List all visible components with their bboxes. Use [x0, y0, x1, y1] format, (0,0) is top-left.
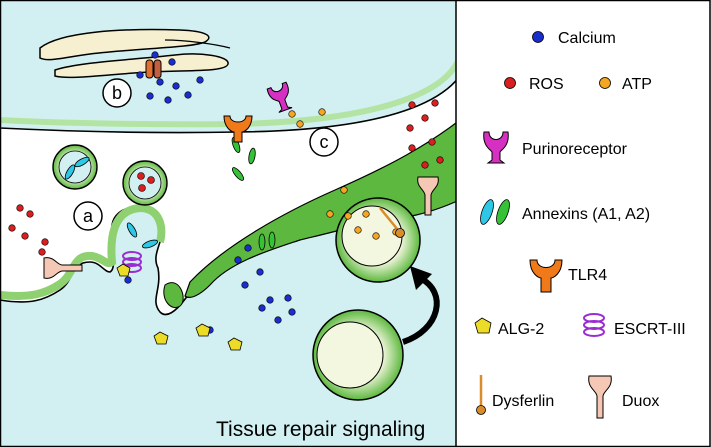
dysferlin-marker	[379, 207, 405, 238]
svg-text:Dysferlin: Dysferlin	[492, 393, 554, 410]
atp-swatch	[599, 77, 611, 89]
calcium-dots	[124, 51, 296, 334]
duox-icon	[588, 375, 612, 419]
legend-alg2: ALG-2	[474, 317, 544, 338]
ros-dots	[8, 99, 444, 256]
tlr4-icon	[529, 259, 563, 293]
annexin-green-swatch	[496, 199, 510, 225]
label-b-badge: b	[102, 78, 132, 108]
svg-text:ROS: ROS	[529, 76, 564, 93]
svg-text:Annexins (A1, A2): Annexins (A1, A2)	[522, 206, 650, 223]
dysferlin-icon	[476, 375, 486, 415]
alg2-swatch	[474, 317, 492, 334]
legend-ros: ROS	[504, 76, 564, 93]
label-b: b	[112, 83, 122, 103]
svg-text:TLR4: TLR4	[568, 267, 607, 284]
label-a: a	[83, 206, 94, 226]
legend-panel: Calcium ROS ATP Purinoreceptor Annexins …	[455, 0, 711, 447]
annexin-cyan-swatch	[480, 199, 494, 225]
svg-text:Purinoreceptor: Purinoreceptor	[522, 141, 628, 158]
legend-dysferlin: Dysferlin	[476, 375, 554, 415]
annexin-vesicle	[52, 144, 98, 190]
svg-text:ESCRT-III: ESCRT-III	[614, 321, 686, 338]
label-c-badge: c	[309, 127, 339, 157]
patch-vesicle	[335, 197, 421, 283]
legend-escrt: ESCRT-III	[583, 313, 686, 338]
legend-annexins: Annexins (A1, A2)	[480, 199, 650, 225]
annexins-cluster	[126, 137, 276, 251]
purinoreceptor	[266, 81, 293, 113]
legend-purinoreceptor: Purinoreceptor	[483, 131, 628, 164]
legend-duox: Duox	[588, 375, 659, 419]
label-c: c	[320, 132, 329, 152]
svg-text:ALG-2: ALG-2	[498, 321, 544, 338]
ros-vesicle	[122, 160, 168, 206]
legend-atp: ATP	[599, 76, 652, 93]
damaged-cell-membrane	[0, 203, 166, 300]
legend-tlr4: TLR4	[529, 259, 607, 293]
legend-calcium: Calcium	[532, 30, 616, 47]
golgi-channel	[145, 59, 162, 79]
membrane-fold	[163, 282, 184, 308]
duox-receptor-left	[43, 257, 83, 279]
tissue-repair-label: Tissue repair signaling	[216, 418, 425, 441]
golgi-organelle	[39, 28, 231, 79]
duox-receptor-right	[417, 176, 439, 216]
ros-swatch	[504, 77, 516, 89]
calcium-swatch	[532, 31, 544, 43]
svg-text:Calcium: Calcium	[558, 30, 616, 47]
vesicle-fusion-arrow	[401, 266, 440, 345]
escrt-icon	[583, 313, 605, 337]
svg-text:ATP: ATP	[622, 76, 652, 93]
purinoreceptor-icon	[483, 131, 509, 164]
diagram-panel: a b c Tissue repair signaling	[0, 0, 471, 447]
tlr4-receptor	[223, 115, 253, 143]
alg2-markers	[116, 263, 243, 351]
svg-text:Duox: Duox	[622, 393, 659, 410]
label-a-badge: a	[73, 201, 103, 231]
large-vesicle	[312, 309, 404, 401]
